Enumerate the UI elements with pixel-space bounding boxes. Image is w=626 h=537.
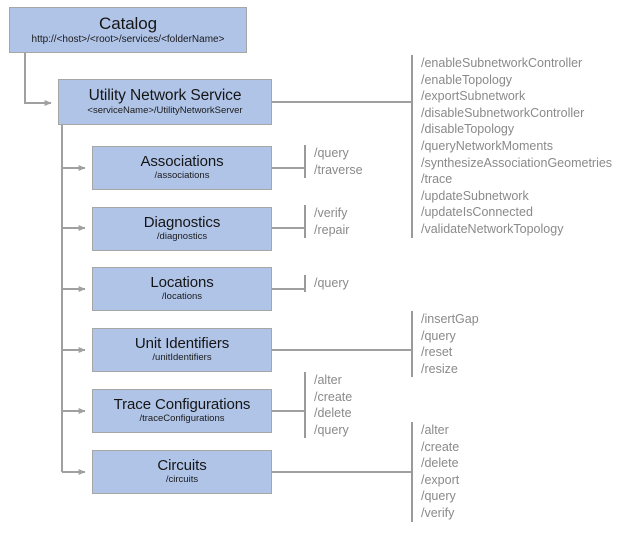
node-catalog[interactable]: Catalog http://<host>/<root>/services/<f… bbox=[9, 7, 247, 53]
node-associations-path: /associations bbox=[154, 170, 210, 182]
operation-item: /insertGap bbox=[421, 312, 479, 326]
ops-bar-unit-identifiers bbox=[411, 311, 413, 378]
operation-item: /synthesizeAssociationGeometries bbox=[421, 155, 613, 170]
operation-item: /query bbox=[421, 328, 456, 343]
ops-bar-trace-configurations bbox=[304, 372, 306, 439]
node-utility-network-service[interactable]: Utility Network Service <serviceName>/Ut… bbox=[58, 79, 272, 125]
ops-bar-associations bbox=[304, 145, 306, 179]
ops-group-locations: /query bbox=[304, 275, 349, 292]
operation-item: /delete bbox=[421, 456, 459, 471]
node-diagnostics[interactable]: Diagnostics /diagnostics bbox=[92, 207, 272, 251]
node-circuits-title: Circuits bbox=[157, 456, 207, 474]
ops-group-diagnostics: /verify/repair bbox=[304, 205, 349, 239]
operation-item: /resize bbox=[421, 361, 458, 376]
ops-list-associations: /query/traverse bbox=[306, 145, 363, 178]
ops-group-circuits: /alter/create/delete/export/query/verify bbox=[411, 422, 459, 522]
operation-item: /enableSubnetworkController bbox=[421, 56, 583, 70]
operation-item: /queryNetworkMoments bbox=[421, 138, 553, 153]
operation-item: /exportSubnetwork bbox=[421, 89, 526, 104]
operation-item: /create bbox=[314, 389, 353, 404]
operation-item: /traverse bbox=[314, 162, 363, 177]
ops-bar-utility-network-service bbox=[411, 55, 413, 238]
operation-item: /updateIsConnected bbox=[421, 205, 533, 220]
ops-group-utility-network-service: /enableSubnetworkController/enableTopolo… bbox=[411, 55, 612, 238]
node-associations[interactable]: Associations /associations bbox=[92, 146, 272, 190]
node-locations-title: Locations bbox=[150, 273, 214, 291]
ops-list-locations: /query bbox=[306, 275, 349, 292]
node-circuits-path: /circuits bbox=[165, 474, 199, 486]
ops-group-unit-identifiers: /insertGap/query/reset/resize bbox=[411, 311, 479, 378]
node-trace-configurations-path: /traceConfigurations bbox=[139, 413, 225, 425]
node-utility-network-service-title: Utility Network Service bbox=[88, 87, 242, 105]
operation-item: /create bbox=[421, 439, 460, 454]
ops-bar-locations bbox=[304, 275, 306, 292]
node-catalog-path: http://<host>/<root>/services/<folderNam… bbox=[31, 34, 225, 46]
ops-list-utility-network-service: /enableSubnetworkController/enableTopolo… bbox=[413, 55, 612, 238]
ops-list-unit-identifiers: /insertGap/query/reset/resize bbox=[413, 311, 479, 377]
node-trace-configurations-title: Trace Configurations bbox=[113, 395, 251, 413]
ops-bar-circuits bbox=[411, 422, 413, 522]
node-circuits[interactable]: Circuits /circuits bbox=[92, 450, 272, 494]
operation-item: /disableSubnetworkController bbox=[421, 105, 585, 120]
node-locations-path: /locations bbox=[161, 291, 203, 303]
node-diagnostics-title: Diagnostics bbox=[143, 213, 221, 231]
operation-item: /enableTopology bbox=[421, 72, 513, 87]
operation-item: /updateSubnetwork bbox=[421, 188, 529, 203]
operation-item: /delete bbox=[314, 406, 352, 421]
ops-list-circuits: /alter/create/delete/export/query/verify bbox=[413, 422, 459, 522]
node-trace-configurations[interactable]: Trace Configurations /traceConfiguration… bbox=[92, 389, 272, 433]
operation-item: /reset bbox=[421, 345, 453, 360]
operation-item: /verify bbox=[314, 206, 348, 220]
operation-item: /query bbox=[421, 489, 456, 504]
operation-item: /disableTopology bbox=[421, 122, 515, 137]
operation-item: /trace bbox=[421, 172, 453, 187]
connector-catalog-to-service bbox=[24, 53, 52, 106]
operation-item: /validateNetworkTopology bbox=[421, 221, 564, 236]
operation-item: /verify bbox=[421, 505, 455, 520]
node-locations[interactable]: Locations /locations bbox=[92, 267, 272, 311]
operation-item: /alter bbox=[421, 423, 449, 437]
node-unit-identifiers-path: /unitIdentifiers bbox=[152, 352, 212, 364]
ops-group-trace-configurations: /alter/create/delete/query bbox=[304, 372, 352, 439]
operation-item: /export bbox=[421, 472, 460, 487]
node-catalog-title: Catalog bbox=[99, 14, 157, 34]
node-associations-title: Associations bbox=[140, 152, 224, 170]
operation-item: /query bbox=[314, 146, 349, 160]
ops-bar-diagnostics bbox=[304, 205, 306, 239]
operation-item: /query bbox=[314, 276, 349, 290]
operation-item: /repair bbox=[314, 222, 350, 237]
operation-item: /query bbox=[314, 422, 349, 437]
ops-list-diagnostics: /verify/repair bbox=[306, 205, 349, 238]
operation-item: /alter bbox=[314, 373, 342, 387]
ops-group-associations: /query/traverse bbox=[304, 145, 363, 179]
ops-list-trace-configurations: /alter/create/delete/query bbox=[306, 372, 352, 438]
node-utility-network-service-path: <serviceName>/UtilityNetworkServer bbox=[87, 104, 243, 116]
node-diagnostics-path: /diagnostics bbox=[156, 231, 208, 243]
node-unit-identifiers[interactable]: Unit Identifiers /unitIdentifiers bbox=[92, 328, 272, 372]
node-unit-identifiers-title: Unit Identifiers bbox=[134, 334, 230, 352]
